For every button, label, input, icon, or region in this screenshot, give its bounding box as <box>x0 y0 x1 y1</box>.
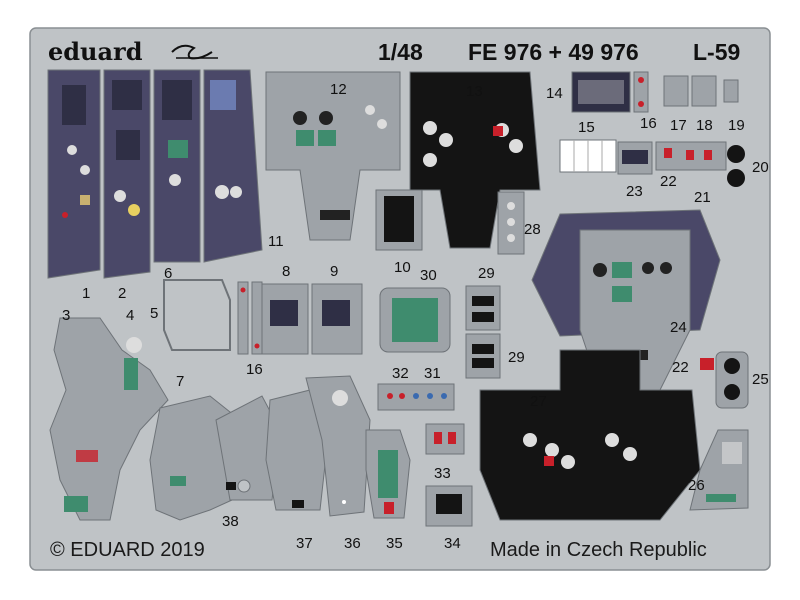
part-15-strip <box>559 139 617 173</box>
part-label-32: 32 <box>392 365 409 382</box>
part-label-2: 2 <box>118 285 126 302</box>
part-29-panel-top <box>465 285 501 331</box>
part-label-19: 19 <box>728 117 745 134</box>
part-label-16b: 16 <box>246 361 263 378</box>
part-10-keypad <box>375 189 423 251</box>
part-label-14: 14 <box>546 85 563 102</box>
part-label-11: 11 <box>268 233 284 250</box>
part-12-panel <box>265 71 401 241</box>
part-label-1: 1 <box>82 285 90 302</box>
part-label-5: 5 <box>150 305 158 322</box>
part-5-frame <box>163 279 231 351</box>
part-label-29a: 29 <box>478 265 495 282</box>
part-label-12: 12 <box>330 81 347 98</box>
part-label-7: 7 <box>176 373 184 390</box>
part-30-screen <box>379 287 451 353</box>
brand-logo: eduard <box>48 37 143 66</box>
part-31-32-strip <box>377 383 455 411</box>
part-label-8: 8 <box>282 263 290 280</box>
part-label-36: 36 <box>344 535 361 552</box>
part-28-strip <box>497 191 525 255</box>
part-label-13: 13 <box>466 83 483 100</box>
zoom-logo-icon <box>171 44 218 60</box>
part-9-bracket <box>311 283 363 355</box>
part-label-33: 33 <box>434 465 451 482</box>
part-label-4: 4 <box>126 307 134 324</box>
part-label-21: 21 <box>694 189 711 206</box>
part-27-panel <box>479 349 701 521</box>
part-14-panel <box>571 71 631 113</box>
part-label-37: 37 <box>296 535 313 552</box>
origin-notice: Made in Czech Republic <box>490 539 707 561</box>
part-label-26: 26 <box>688 477 705 494</box>
aircraft-name: L-59 <box>693 39 740 65</box>
part-17-18-19 <box>663 75 739 107</box>
part-25-knobs <box>715 351 749 409</box>
part-16b-strips <box>237 281 263 355</box>
part-label-28: 28 <box>524 221 541 238</box>
part-26-panel <box>689 429 749 511</box>
part-21-strip <box>655 141 727 171</box>
part-23-panel <box>617 141 653 175</box>
part-label-10: 10 <box>394 259 411 276</box>
part-label-35: 35 <box>386 535 403 552</box>
part-label-3: 3 <box>62 307 70 324</box>
side-console-left <box>49 317 169 521</box>
part-label-22b: 22 <box>672 359 689 376</box>
part-16-strip <box>633 71 649 113</box>
part-label-23: 23 <box>626 183 643 200</box>
part-label-20: 20 <box>752 159 769 176</box>
part-label-22a: 22 <box>660 173 677 190</box>
part-20-knobs <box>727 145 745 187</box>
part-35-panel <box>365 429 411 519</box>
part-22b-lamp <box>700 358 714 370</box>
part-label-30: 30 <box>420 267 437 284</box>
part-label-18: 18 <box>696 117 713 134</box>
part-label-29b: 29 <box>508 349 525 366</box>
part-8-bracket <box>257 283 309 355</box>
part-label-31: 31 <box>424 365 441 382</box>
part-34-panel <box>425 485 473 527</box>
part-label-16a: 16 <box>640 115 657 132</box>
part-13-panel <box>409 71 541 249</box>
part-label-34: 34 <box>444 535 461 552</box>
part-6-panel <box>153 69 201 263</box>
part-label-27: 27 <box>530 393 547 410</box>
part-label-9: 9 <box>330 263 338 280</box>
part-1-panel <box>47 69 101 279</box>
part-label-25: 25 <box>752 371 769 388</box>
part-label-6: 6 <box>164 265 172 282</box>
product-code: FE 976 + 49 976 <box>468 39 639 65</box>
scale-label: 1/48 <box>378 39 423 65</box>
part-label-38: 38 <box>222 513 239 530</box>
copyright-notice: © EDUARD 2019 <box>50 539 205 561</box>
part-36-panel <box>305 375 371 517</box>
part-label-17: 17 <box>670 117 687 134</box>
part-label-15: 15 <box>578 119 595 136</box>
part-33-lamps <box>425 423 465 455</box>
part-2-panel <box>103 69 151 279</box>
part-29-panel-bottom <box>465 333 501 379</box>
part-11-panel <box>203 69 263 263</box>
part-label-24: 24 <box>670 319 687 336</box>
